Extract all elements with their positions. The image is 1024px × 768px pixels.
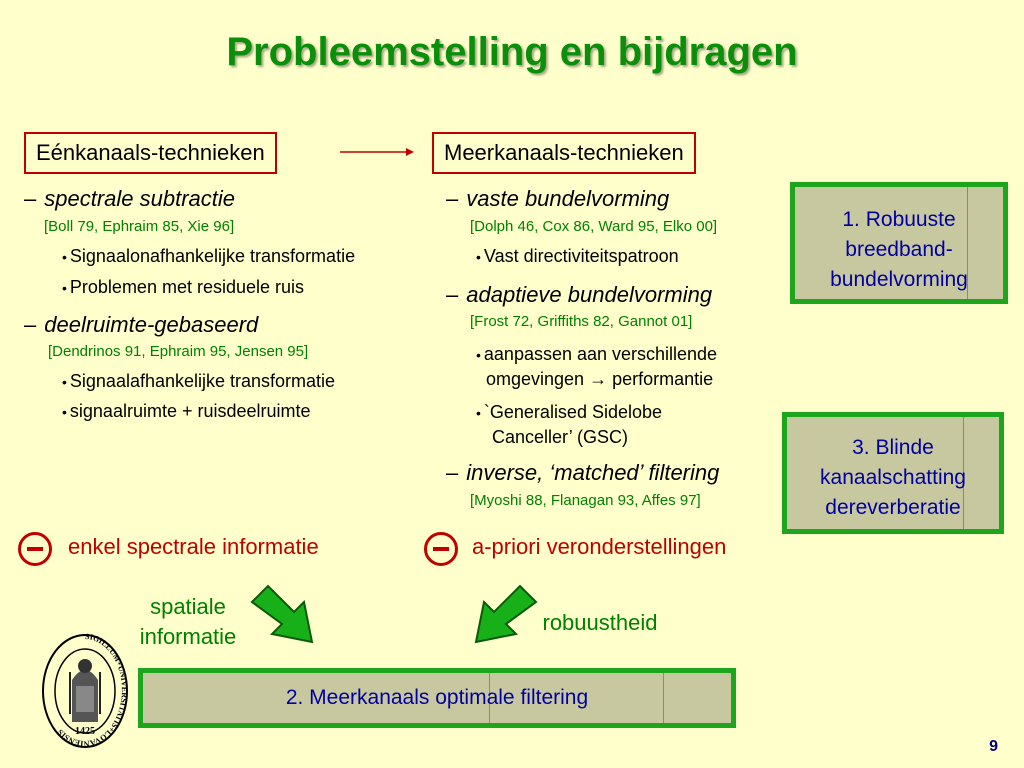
contribution-2-box: 2. Meerkanaals optimale filtering	[138, 668, 736, 728]
left-section-2-refs: [Dendrinos 91, Ephraim 95, Jensen 95]	[48, 343, 309, 360]
contribution-3-line-3: dereverberatie	[825, 496, 961, 519]
contribution-3-line-2: kanaalschatting	[820, 466, 966, 489]
left-section-1-heading: –spectrale subtractie	[24, 186, 236, 211]
right-section-1-refs: [Dolph 46, Cox 86, Ward 95, Elko 00]	[470, 218, 718, 235]
right-section-2-heading: –adaptieve bundelvorming	[446, 282, 713, 307]
list-item: •aanpassen aan verschillende	[476, 344, 718, 364]
slide-title: Probleemstelling en bijdragen	[226, 30, 798, 74]
arrow-right-icon	[340, 148, 414, 156]
contribution-2-label: 2. Meerkanaals optimale filtering	[285, 686, 589, 709]
contribution-1-line-1: 1. Robuuste	[842, 208, 956, 231]
header-single-channel: Eénkanaals-technieken	[24, 132, 277, 174]
right-section-3-refs: [Myoshi 88, Flanagan 93, Affes 97]	[470, 492, 701, 509]
right-solution-label: robuustheid	[542, 610, 658, 635]
header-multi-channel: Meerkanaals-technieken	[432, 132, 696, 174]
list-item-continuation: omgevingen → performantie	[486, 369, 714, 389]
minus-circle-icon	[424, 532, 458, 566]
arrow-down-left-icon	[474, 584, 538, 644]
right-section-3-heading: –inverse, ‘matched’ filtering	[446, 460, 720, 485]
university-seal-icon: SIGILLUM+UNIVERSITATIS+LOVANIENSIS 1425	[42, 632, 129, 748]
list-item: •`Generalised Sidelobe	[476, 402, 663, 422]
contribution-3-box: 3. Blinde kanaalschatting dereverberatie	[782, 412, 1004, 534]
right-section-2-refs: [Frost 72, Griffiths 82, Gannot 01]	[470, 313, 693, 330]
right-drawback: a-priori veronderstellingen	[472, 534, 727, 559]
left-section-1-refs: [Boll 79, Ephraim 85, Xie 96]	[44, 218, 235, 235]
list-item: •Problemen met residuele ruis	[62, 277, 305, 297]
right-section-1-heading: –vaste bundelvorming	[446, 186, 670, 211]
page-number: 9	[989, 738, 998, 755]
contribution-1-box: 1. Robuuste breedband- bundelvorming	[790, 182, 1008, 304]
left-drawback: enkel spectrale informatie	[68, 534, 319, 559]
minus-circle-icon	[18, 532, 52, 566]
contribution-1-line-3: bundelvorming	[830, 268, 968, 291]
left-section-2-heading: –deelruimte-gebaseerd	[24, 312, 259, 337]
list-item: •signaalruimte + ruisdeelruimte	[62, 401, 311, 421]
list-item: •Signaalafhankelijke transformatie	[62, 371, 336, 391]
seal-year: 1425	[75, 726, 95, 737]
arrow-down-right-icon	[250, 584, 314, 644]
contribution-3-line-1: 3. Blinde	[852, 436, 934, 459]
list-item-continuation: Canceller’ (GSC)	[492, 427, 629, 447]
contribution-1-line-2: breedband-	[845, 238, 953, 261]
list-item: •Vast directiviteitspatroon	[476, 246, 679, 266]
left-solution-label: spatiale informatie	[139, 594, 237, 649]
list-item: •Signaalonafhankelijke transformatie	[62, 246, 356, 266]
